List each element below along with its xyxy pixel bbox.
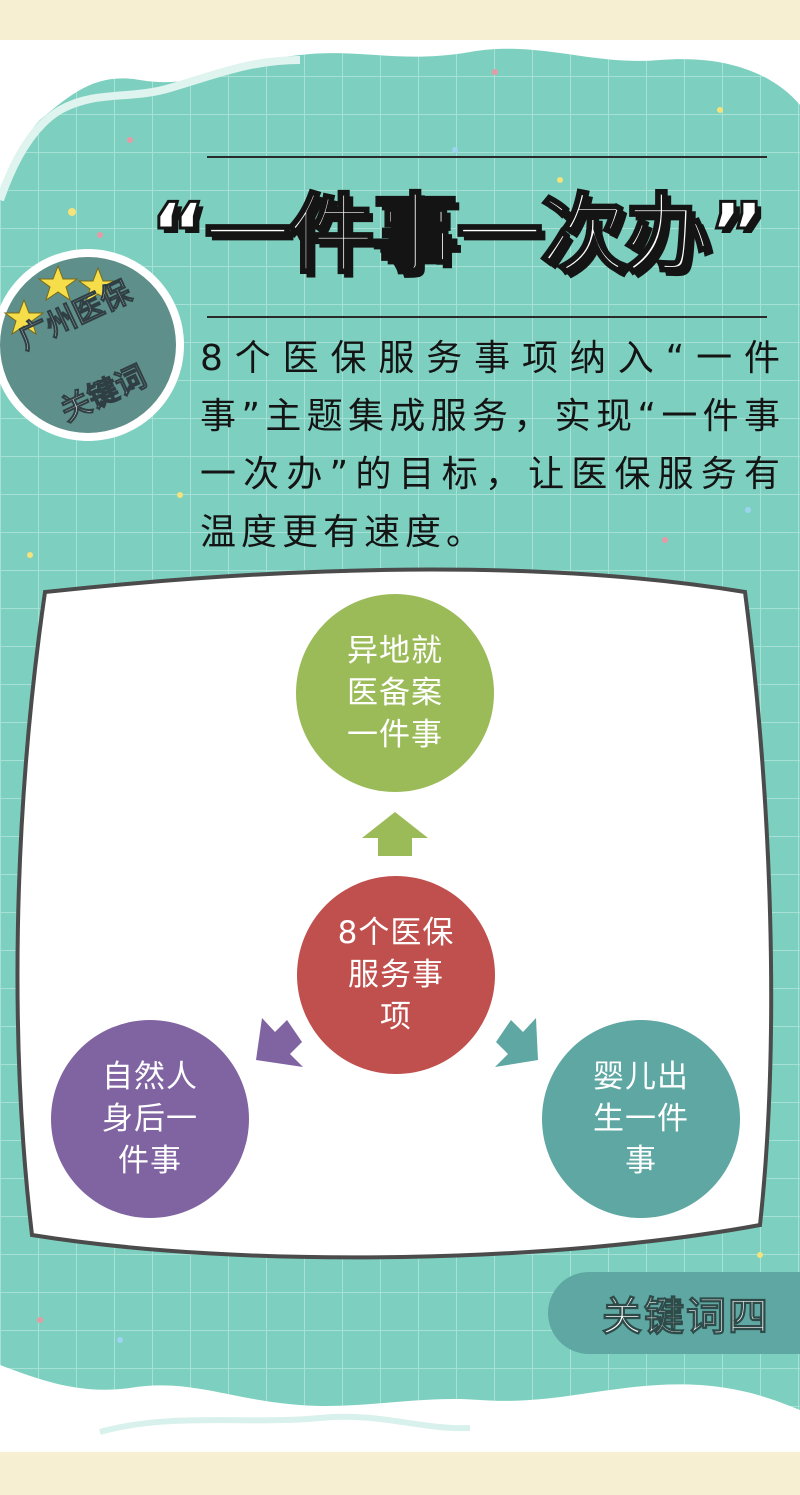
keyword-tag: 关键词四 — [548, 1272, 800, 1354]
node-right-label: 婴儿出 生一件 事 — [593, 1059, 689, 1179]
node-top: 异地就 医备案 一件事 — [296, 594, 494, 792]
badge-title: 广州医保 — [13, 274, 138, 357]
node-right: 婴儿出 生一件 事 — [542, 1020, 740, 1218]
intro-text: 8个医保服务事项纳入“一件事”主题集成服务，实现“一件事一次办”的目标，让医保服… — [200, 338, 785, 553]
badge-subtitle: 关键词 — [55, 359, 152, 430]
headline-rule-bottom — [207, 316, 767, 318]
keyword-tag-label: 关键词四 — [602, 1294, 770, 1341]
node-top-label: 异地就 医备案 一件事 — [347, 633, 443, 753]
node-left-label: 自然人 身后一 件事 — [102, 1059, 198, 1179]
node-left: 自然人 身后一 件事 — [51, 1020, 249, 1218]
node-center: 8个医保 服务事 项 — [297, 876, 495, 1074]
node-center-label: 8个医保 服务事 项 — [337, 915, 455, 1035]
headline-rule-top — [207, 156, 767, 158]
headline: “一件事一次办” — [149, 184, 767, 287]
